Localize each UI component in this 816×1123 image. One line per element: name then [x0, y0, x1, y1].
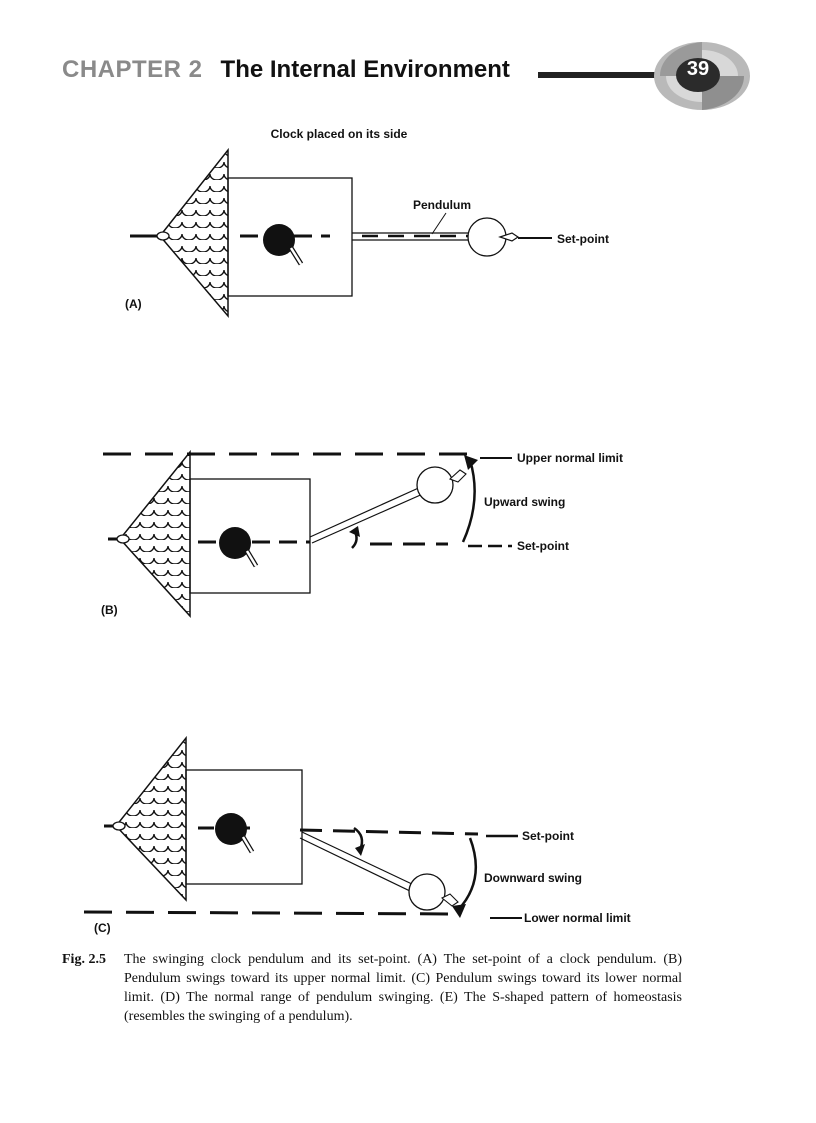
chapter-header: CHAPTER 2 The Internal Environment — [62, 56, 510, 84]
panel-c-label: (C) — [94, 921, 111, 935]
lower-limit-label: Lower normal limit — [524, 911, 631, 925]
panel-a-label: (A) — [125, 297, 142, 311]
caption-text: The swinging clock pendulum and its set-… — [124, 952, 682, 1024]
upper-limit-label: Upper normal limit — [517, 451, 623, 465]
pendulum-label: Pendulum — [413, 198, 471, 212]
chapter-label: CHAPTER 2 — [62, 56, 203, 83]
panel-a-title: Clock placed on its side — [271, 127, 408, 141]
header-rule — [538, 72, 658, 78]
figure-caption: Fig. 2.5 The swinging clock pendulum and… — [62, 950, 682, 1026]
clock-dial — [263, 224, 295, 256]
panel-b-label: (B) — [101, 603, 118, 617]
page-number: 39 — [686, 58, 710, 80]
downward-swing-label: Downward swing — [484, 871, 582, 885]
page-badge-graphic — [654, 42, 750, 110]
panel-b: Upper normal limit Set-point Upward swin… — [101, 449, 623, 618]
chapter-title: The Internal Environment — [220, 56, 510, 83]
pendulum-figure: Clock placed on its side Pendulum Set-po… — [83, 127, 631, 935]
panel-b-setpoint-label: Set-point — [517, 539, 569, 553]
panel-c: Set-point Lower normal limit Downward sw… — [83, 735, 631, 935]
figure-number: Fig. 2.5 — [62, 952, 106, 967]
upward-swing-label: Upward swing — [484, 495, 565, 509]
panel-a: Clock placed on its side Pendulum Set-po… — [125, 127, 609, 319]
panel-a-setpoint-label: Set-point — [557, 232, 609, 246]
panel-c-setpoint-label: Set-point — [522, 829, 574, 843]
lower-limit-line — [83, 910, 456, 916]
clock-roof — [159, 147, 229, 319]
